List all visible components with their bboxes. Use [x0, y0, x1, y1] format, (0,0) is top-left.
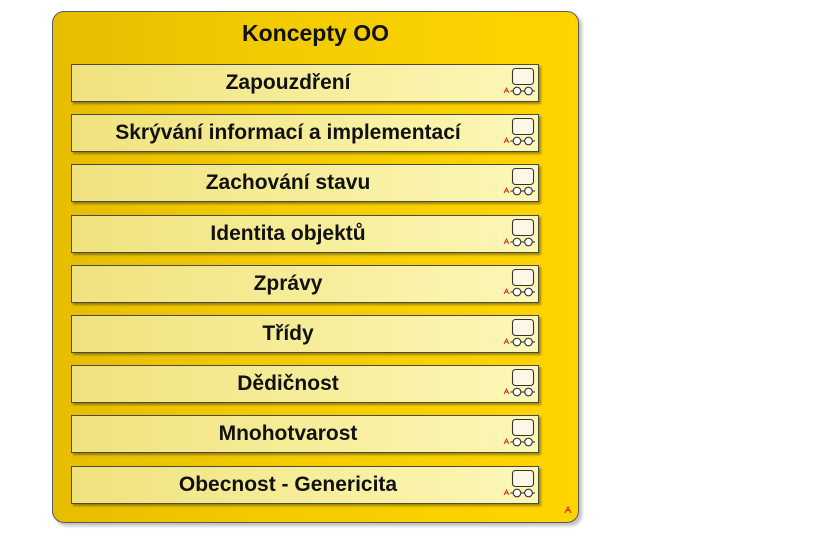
concept-label: Zprávy — [253, 271, 323, 295]
concept-label: Identita objektů — [210, 221, 366, 245]
concepts-group[interactable]: Koncepty OO Zapouzdření Skrývání informa… — [52, 11, 579, 523]
concept-item-9[interactable]: Obecnost - Genericita — [71, 465, 539, 504]
concept-item-2[interactable]: Skrývání informací a implementací — [71, 114, 539, 153]
concept-label: Zachování stavu — [205, 171, 371, 195]
corner-marker-icon — [564, 506, 572, 514]
requirement-icon — [503, 67, 535, 96]
requirement-icon — [503, 168, 535, 196]
group-title: Koncepty OO — [242, 20, 389, 46]
requirement-icon — [503, 318, 535, 347]
concept-label: Mnohotvarost — [218, 422, 358, 446]
concept-label: Obecnost - Genericita — [178, 472, 398, 496]
concept-item-1[interactable]: Zapouzdření — [71, 64, 539, 102]
concept-item-6[interactable]: Třídy — [71, 314, 539, 353]
requirement-icon — [503, 369, 535, 397]
concept-item-8[interactable]: Mnohotvarost — [71, 415, 539, 454]
concept-item-5[interactable]: Zprávy — [71, 264, 539, 303]
concept-label: Skrývání informací a implementací — [115, 121, 461, 145]
concept-item-7[interactable]: Dědičnost — [71, 365, 539, 404]
requirement-icon — [503, 469, 535, 497]
requirement-icon — [503, 218, 535, 246]
concept-list: Zapouzdření Skrývání informací a impleme… — [71, 64, 539, 516]
requirement-icon — [503, 118, 535, 146]
concept-item-4[interactable]: Identita objektů — [71, 214, 539, 253]
concept-label: Zapouzdření — [225, 71, 351, 94]
concept-label: Dědičnost — [237, 372, 339, 396]
requirement-icon — [503, 268, 535, 297]
requirement-icon — [503, 419, 535, 447]
concept-item-3[interactable]: Zachování stavu — [71, 164, 539, 203]
concept-label: Třídy — [262, 321, 314, 345]
